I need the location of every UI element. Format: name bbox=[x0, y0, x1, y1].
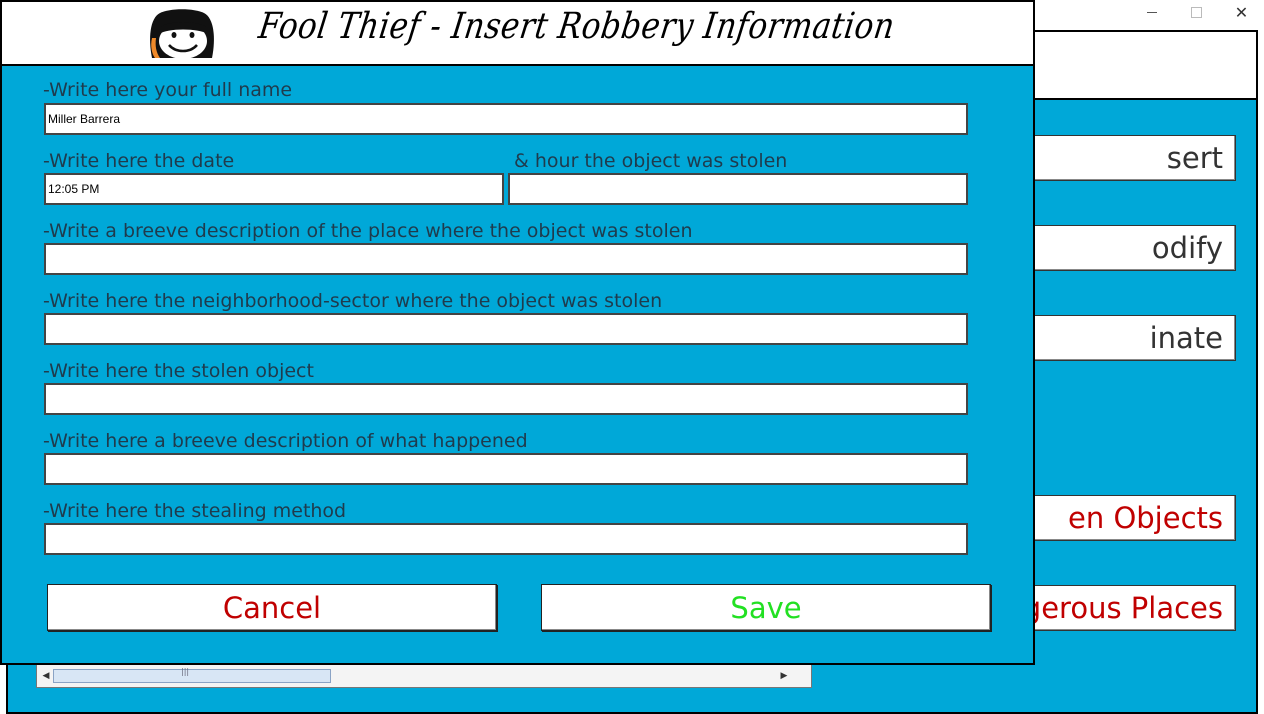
modify-button[interactable]: odify bbox=[1000, 225, 1236, 271]
scroll-left-icon[interactable]: ◀ bbox=[42, 671, 50, 681]
scroll-thumb[interactable] bbox=[53, 669, 331, 683]
stolen-object-field[interactable] bbox=[44, 383, 968, 415]
stolen-object-label: -Write here the stolen object bbox=[43, 360, 314, 382]
place-description-label: -Write a breeve description of the place… bbox=[43, 220, 693, 242]
dialog-header: Fool Thief - Insert Robbery Information bbox=[2, 2, 1033, 66]
dialog-title: Fool Thief - Insert Robbery Information bbox=[256, 6, 898, 47]
neighborhood-label: -Write here the neighborhood-sector wher… bbox=[43, 290, 663, 312]
stealing-method-field[interactable] bbox=[44, 523, 968, 555]
insert-robbery-dialog: Fool Thief - Insert Robbery Information … bbox=[0, 0, 1035, 665]
place-description-field[interactable] bbox=[44, 243, 968, 275]
maximize-icon[interactable] bbox=[1174, 0, 1219, 24]
horizontal-scrollbar[interactable]: ◀ ||| ▶ bbox=[36, 664, 812, 688]
main-header bbox=[1026, 32, 1256, 100]
scroll-right-icon[interactable]: ▶ bbox=[780, 671, 788, 681]
hour-field[interactable] bbox=[508, 173, 968, 205]
date-label: -Write here the date bbox=[43, 150, 235, 172]
dangerous-places-button[interactable]: gerous Places bbox=[1000, 585, 1236, 631]
what-happened-label: -Write here a breeve description of what… bbox=[43, 430, 528, 452]
minimize-icon[interactable] bbox=[1129, 0, 1174, 24]
window-controls: ✕ bbox=[1129, 0, 1264, 24]
close-icon[interactable]: ✕ bbox=[1234, 2, 1249, 22]
hour-label: & hour the object was stolen bbox=[514, 150, 788, 172]
stealing-method-label: -Write here the stealing method bbox=[43, 500, 347, 522]
what-happened-field[interactable] bbox=[44, 453, 968, 485]
thief-face-icon bbox=[150, 9, 214, 59]
cancel-button[interactable]: Cancel bbox=[47, 584, 497, 631]
stolen-objects-button[interactable]: en Objects bbox=[1000, 495, 1236, 541]
eliminate-button[interactable]: inate bbox=[1000, 315, 1236, 361]
scroll-grip-icon: ||| bbox=[181, 667, 190, 676]
full-name-label: -Write here your full name bbox=[43, 79, 293, 101]
full-name-field[interactable]: Miller Barrera bbox=[44, 103, 968, 135]
save-button[interactable]: Save bbox=[541, 584, 991, 631]
date-field[interactable]: 12:05 PM bbox=[44, 173, 504, 205]
neighborhood-field[interactable] bbox=[44, 313, 968, 345]
insert-button[interactable]: sert bbox=[1000, 135, 1236, 181]
